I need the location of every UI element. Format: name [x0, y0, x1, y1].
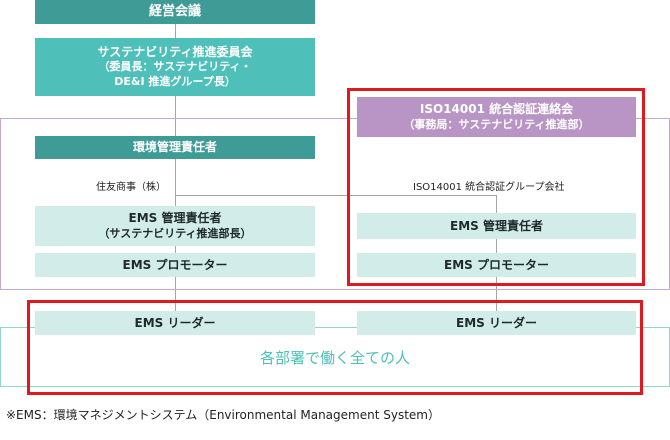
ems-footnote: ※EMS：環境マネジメントシステム（Environmental Manageme…: [6, 408, 440, 422]
connector-horizontal-branch: [175, 195, 497, 196]
left-ems-leader-box: EMS リーダー: [35, 311, 315, 335]
right-ems-manager-label: EMS 管理責任者: [450, 218, 543, 233]
iso-council-box: ISO14001 統合認証連絡会 （事務局：サステナビリティ推進部）: [357, 97, 636, 137]
left-ems-leader-label: EMS リーダー: [134, 315, 216, 330]
committee-title: サステナビリティ推進委員会: [97, 45, 253, 60]
left-ems-promoter-label: EMS プロモーター: [122, 257, 228, 272]
connector-committee-envmanager: [175, 96, 176, 136]
management-meeting-label: 経営会議: [148, 4, 201, 20]
all-employees-label: 各部署で働く全ての人: [259, 348, 410, 367]
left-org-label: 住友商事（株）: [96, 182, 166, 193]
right-ems-manager-box: EMS 管理責任者: [357, 213, 636, 239]
env-manager-box: 環境管理責任者: [35, 136, 315, 159]
left-ems-manager-box: EMS 管理責任者 （サステナビリティ推進部長）: [35, 206, 315, 246]
right-ems-promoter-label: EMS プロモーター: [444, 257, 549, 272]
management-meeting-box: 経営会議: [35, 0, 315, 24]
left-ems-manager-title: EMS 管理責任者: [128, 211, 222, 226]
leader-highlight-frame: [27, 300, 643, 395]
iso-highlight-frame: [347, 88, 645, 286]
right-ems-leader-label: EMS リーダー: [456, 315, 537, 330]
connector-meeting-committee: [175, 24, 176, 38]
right-ems-leader-box: EMS リーダー: [357, 311, 636, 335]
committee-chair-line1: （委員長：サステナビリティ・: [98, 60, 252, 74]
iso-council-secretariat: （事務局：サステナビリティ推進部）: [403, 117, 590, 131]
right-org-label: ISO14001 統合認証グループ会社: [413, 182, 565, 193]
iso-council-title: ISO14001 統合認証連絡会: [419, 102, 574, 117]
left-ems-manager-sub: （サステナビリティ推進部長）: [98, 226, 252, 240]
right-ems-promoter-box: EMS プロモーター: [357, 253, 636, 277]
left-ems-promoter-box: EMS プロモーター: [35, 253, 315, 277]
committee-chair-line2: DE&I 推進グループ長）: [114, 75, 236, 89]
sustainability-committee-box: サステナビリティ推進委員会 （委員長：サステナビリティ・ DE&I 推進グループ…: [35, 38, 315, 96]
env-manager-label: 環境管理責任者: [132, 140, 217, 155]
